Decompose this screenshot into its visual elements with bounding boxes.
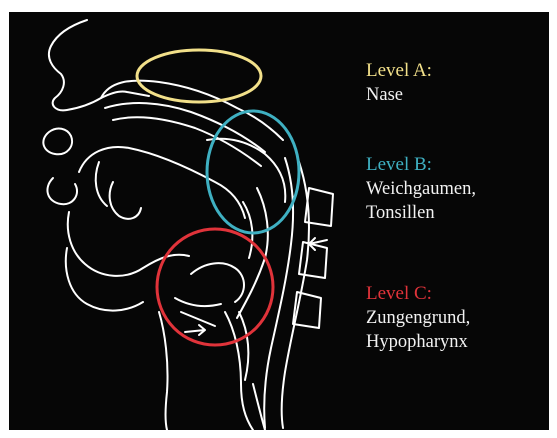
level-a-title: Level A: — [366, 59, 432, 83]
level-c-description: Zungengrund, Hypopharynx — [366, 306, 470, 354]
larynx-outline — [159, 312, 168, 430]
level-a-entry: Level A: Nase — [366, 59, 432, 107]
level-c-title: Level C: — [366, 282, 470, 306]
level-b-ellipse — [207, 111, 299, 233]
level-c-ellipse — [157, 229, 273, 345]
face-profile-outline — [49, 20, 149, 110]
diagram-slide: Level A: Nase Level B: Weichgaumen, Tons… — [9, 12, 549, 430]
level-b-title: Level B: — [366, 153, 476, 177]
pharyngeal-wall — [264, 158, 293, 428]
tongue-outline — [79, 147, 245, 218]
lip-outline — [43, 129, 72, 155]
arrow-level-c — [185, 325, 205, 335]
level-b-entry: Level B: Weichgaumen, Tonsillen — [366, 153, 476, 225]
level-b-description: Weichgaumen, Tonsillen — [366, 177, 476, 225]
soft-palate-outline — [207, 139, 285, 202]
level-a-description: Nase — [366, 83, 432, 107]
level-a-ellipse — [137, 50, 261, 102]
level-c-entry: Level C: Zungengrund, Hypopharynx — [366, 282, 470, 354]
epiglottis-outline — [191, 263, 244, 302]
